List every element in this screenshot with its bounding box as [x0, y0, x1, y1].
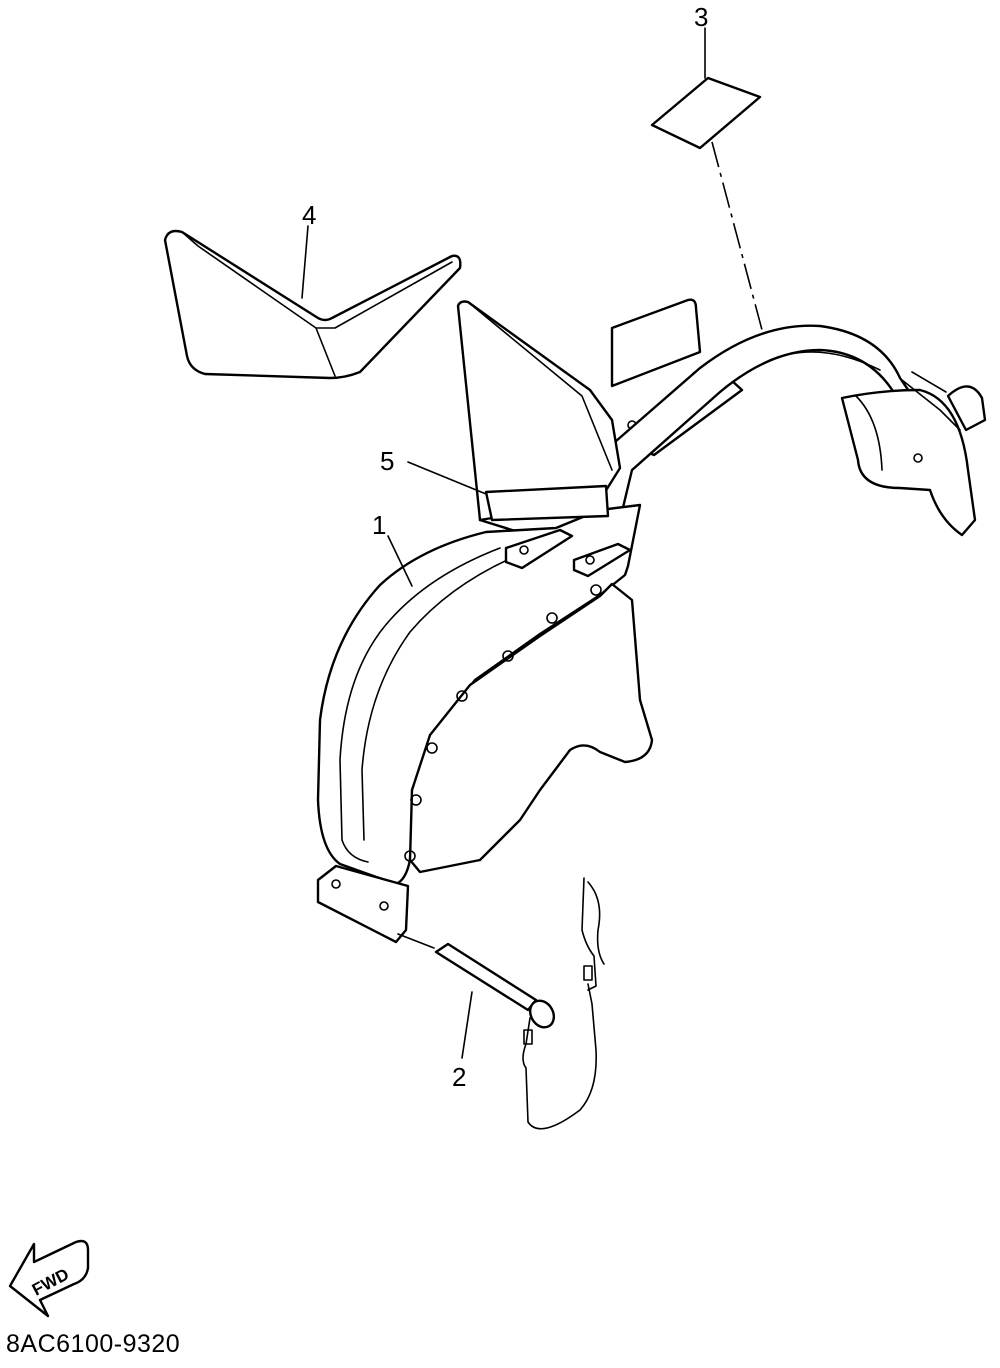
callout-3: 3 — [694, 2, 708, 32]
forward-arrow-icon: FWD — [8, 1239, 90, 1318]
part-2-pin — [434, 877, 605, 1130]
part-4-pad — [163, 229, 462, 380]
part-5-decal — [484, 484, 610, 522]
part-code: 8AC6100-9320 — [6, 1330, 181, 1358]
part-1-fender — [316, 298, 987, 944]
callout-2: 2 — [452, 1062, 466, 1092]
callout-1: 1 — [372, 510, 386, 540]
callout-5: 5 — [380, 446, 394, 476]
callout-4: 4 — [302, 200, 316, 230]
part-3-decal — [650, 76, 762, 150]
